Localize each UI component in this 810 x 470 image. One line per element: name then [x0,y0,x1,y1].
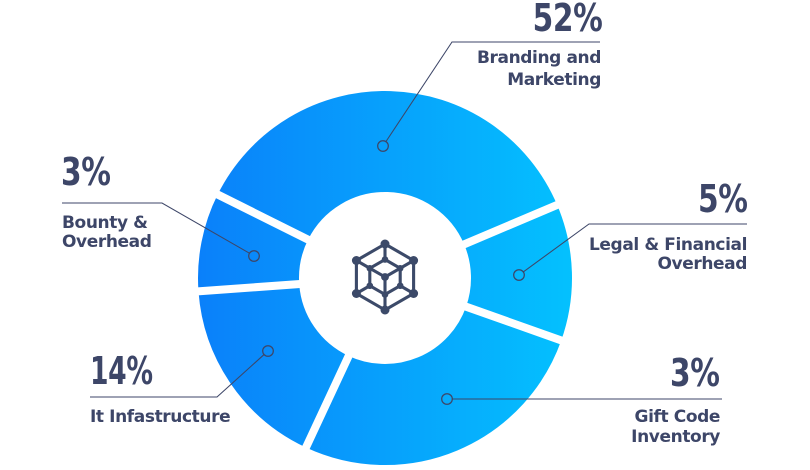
segment-gift-code [306,305,562,465]
percent-it: 14% [90,349,153,393]
segment-it-infrastructure [198,282,351,448]
label-legal: Legal & Financial Overhead [588,235,747,274]
callout-line-it [90,354,265,398]
callout-dot-branding [377,140,389,152]
callout-line-branding [385,41,600,142]
gap-line [459,300,571,347]
callout-line-bounty [62,202,250,254]
segment-legal-financial [463,204,572,341]
callout-line-legal [522,223,747,273]
callout-dot-bounty [248,250,260,262]
gap-line [457,198,567,251]
gap-line [298,348,355,458]
percent-branding: 52% [532,0,602,40]
segment-branding-marketing [217,91,558,246]
label-bounty: Bounty & Overhead [62,213,152,252]
gap-line [207,186,317,247]
label-it: It Infastructure [90,407,231,427]
callout-dot-gift [441,393,453,405]
percent-gift: 3% [670,351,720,395]
callout-dot-it [262,345,274,357]
gap-line [188,280,301,296]
label-gift: Gift Code Inventory [631,407,720,447]
percent-bounty: 3% [61,150,111,194]
label-branding: Branding and Marketing [476,48,601,90]
percent-legal: 5% [698,177,748,221]
network-cube-icon [351,239,419,315]
callout-dot-legal [513,269,525,281]
